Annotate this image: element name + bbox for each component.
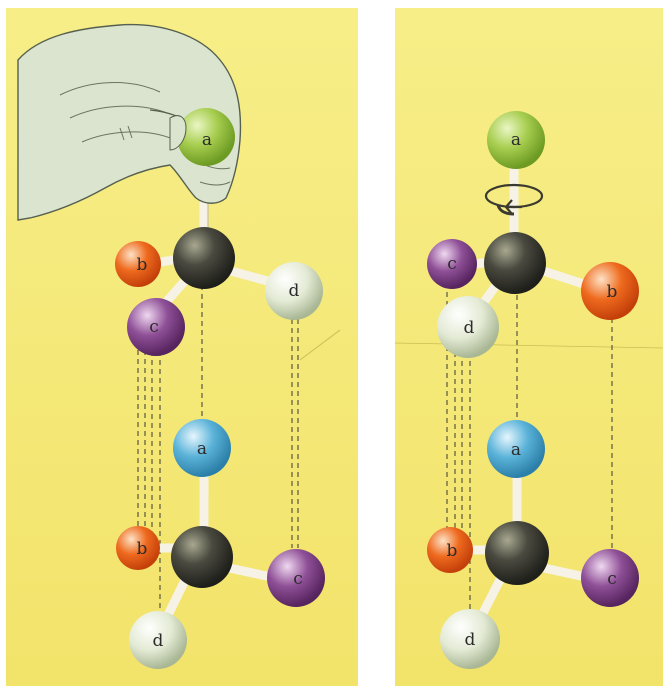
atom-label-d: d (464, 318, 475, 338)
atom-label-a: a (202, 130, 212, 150)
atom-label-b: b (137, 255, 148, 275)
atom-label-c: c (149, 317, 159, 337)
atom-label-c: c (447, 254, 457, 274)
atom-label-b: b (607, 282, 618, 302)
atom-label-c: c (607, 569, 617, 589)
atom-label-d: d (289, 281, 300, 301)
carbon-atom (173, 227, 235, 289)
atom-label-c: c (293, 569, 303, 589)
carbon-atom (485, 521, 549, 585)
carbon-atom (484, 232, 546, 294)
atom-label-b: b (447, 541, 458, 561)
carbon-atom (171, 526, 233, 588)
atom-label-b: b (137, 539, 148, 559)
atom-label-a: a (511, 440, 521, 460)
atom-label-a: a (197, 439, 207, 459)
atom-label-d: d (465, 630, 476, 650)
atom-label-a: a (511, 130, 521, 150)
atom-label-d: d (153, 631, 164, 651)
